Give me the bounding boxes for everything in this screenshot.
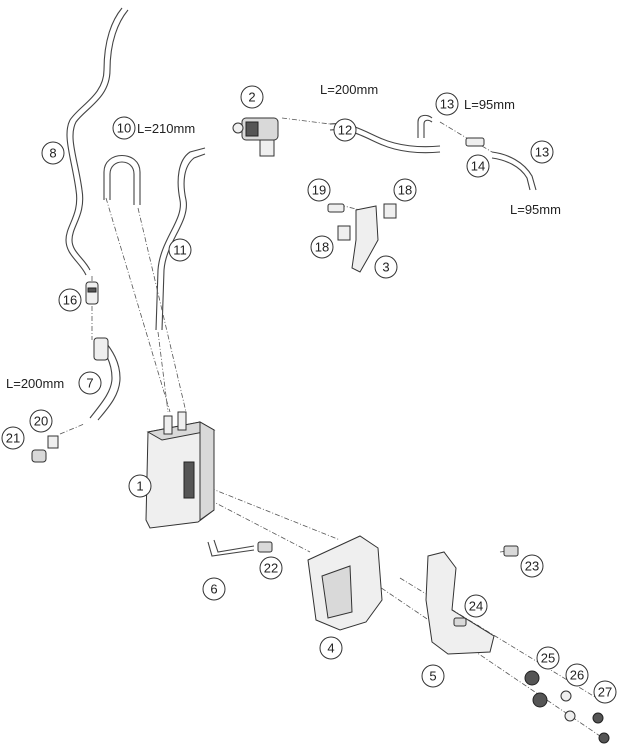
- callout-13-top: 13: [435, 92, 459, 116]
- callout-18-lower: 18: [310, 235, 334, 259]
- clip-part-18-lower: [337, 225, 351, 241]
- svg-text:10: 10: [117, 121, 131, 136]
- elbow-part-6: [207, 539, 255, 557]
- svg-text:11: 11: [173, 243, 187, 258]
- valve-part-2: [232, 117, 279, 157]
- fitting-part-22: [257, 541, 273, 553]
- hose-8: [65, 7, 123, 276]
- svg-text:13: 13: [535, 145, 549, 160]
- length-label-hose-13-bottom: L=95mm: [510, 202, 561, 217]
- svg-text:26: 26: [570, 668, 584, 683]
- screw-part-23: [503, 545, 519, 557]
- callout-16: 16: [58, 288, 82, 312]
- svg-text:20: 20: [34, 414, 48, 429]
- hose-11: [155, 147, 206, 331]
- callout-10: 10: [112, 116, 136, 140]
- callout-24: 24: [464, 594, 488, 618]
- hose-13-bottom: [491, 151, 537, 191]
- svg-text:16: 16: [63, 293, 77, 308]
- svg-text:8: 8: [49, 146, 56, 161]
- svg-text:7: 7: [86, 376, 93, 391]
- connector-part-14: [465, 137, 485, 147]
- callout-8: 8: [41, 141, 65, 165]
- callout-11: 11: [168, 238, 192, 262]
- svg-text:6: 6: [210, 582, 217, 597]
- connector-part-16: [85, 281, 99, 305]
- svg-text:14: 14: [471, 159, 485, 174]
- svg-text:4: 4: [327, 641, 334, 656]
- canister-part-1: [145, 411, 216, 529]
- svg-text:1: 1: [136, 479, 143, 494]
- svg-text:23: 23: [525, 559, 539, 574]
- callout-2: 2: [240, 85, 264, 109]
- callout-7: 7: [78, 371, 102, 395]
- svg-text:21: 21: [6, 431, 20, 446]
- nut-part-27: [592, 712, 610, 744]
- callout-23: 23: [520, 554, 544, 578]
- callout-4: 4: [319, 636, 343, 660]
- screw-part-24: [453, 617, 467, 627]
- svg-text:3: 3: [382, 260, 389, 275]
- plate-part-5: [425, 551, 495, 655]
- svg-text:27: 27: [598, 685, 612, 700]
- fitting-part-20-21: [31, 435, 59, 463]
- svg-text:25: 25: [541, 651, 555, 666]
- callout-12: 12: [333, 118, 357, 142]
- callout-25: 25: [536, 646, 560, 670]
- bracket-part-3: [351, 205, 379, 273]
- callout-20: 20: [29, 409, 53, 433]
- callout-6: 6: [202, 577, 226, 601]
- callout-5: 5: [421, 664, 445, 688]
- length-label-hose-12: L=200mm: [320, 82, 378, 97]
- callout-22: 22: [259, 556, 283, 580]
- hose-13-top: [417, 114, 433, 138]
- svg-text:5: 5: [429, 669, 436, 684]
- bolt-part-19: [327, 203, 345, 213]
- length-label-hose-13-top: L=95mm: [464, 97, 515, 112]
- hose-10: [103, 155, 141, 205]
- length-label-hose-10: L=210mm: [137, 121, 195, 136]
- clip-part-18-upper: [383, 203, 397, 219]
- svg-text:19: 19: [312, 183, 326, 198]
- svg-text:18: 18: [315, 240, 329, 255]
- svg-text:12: 12: [338, 123, 352, 138]
- callout-21: 21: [1, 426, 25, 450]
- callout-13-right: 13: [530, 140, 554, 164]
- callout-18-upper: 18: [393, 178, 417, 202]
- svg-text:2: 2: [248, 90, 255, 105]
- holder-part-4: [307, 535, 383, 631]
- callout-3: 3: [374, 255, 398, 279]
- length-label-hose-7: L=200mm: [6, 376, 64, 391]
- callout-1: 1: [128, 474, 152, 498]
- svg-text:18: 18: [398, 183, 412, 198]
- callout-27: 27: [593, 680, 617, 704]
- washer-part-26: [560, 690, 576, 722]
- callout-26: 26: [565, 663, 589, 687]
- nut-part-25: [524, 670, 548, 708]
- svg-text:24: 24: [469, 599, 483, 614]
- callout-19: 19: [307, 178, 331, 202]
- svg-text:22: 22: [264, 561, 278, 576]
- svg-text:13: 13: [440, 97, 454, 112]
- callout-14: 14: [466, 154, 490, 178]
